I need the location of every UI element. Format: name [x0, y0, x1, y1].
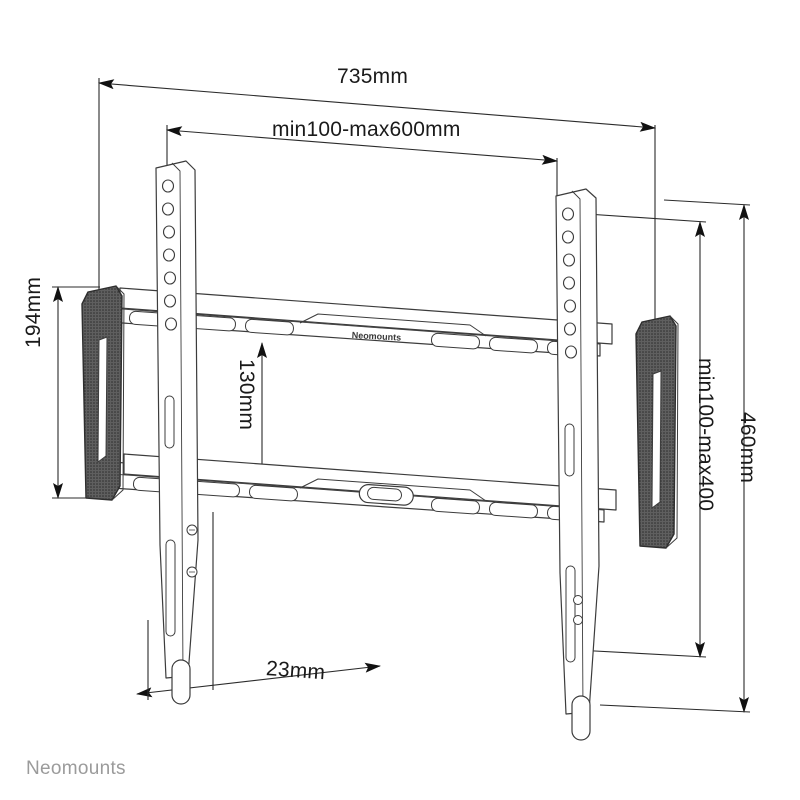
left-rail-holes — [161, 179, 178, 331]
ext-460-bottom — [599, 704, 751, 713]
dimension-label-194mm: 194mm — [22, 276, 45, 348]
left-end-cap — [81, 285, 125, 501]
left-rail-screws — [186, 524, 198, 578]
left-vertical-rail — [155, 160, 199, 705]
dim-line-735mm — [98, 79, 656, 132]
brand-wordmark: Neomounts — [26, 758, 126, 779]
dimension-label-minmax600: min100-max600mm — [272, 118, 461, 141]
dimension-label-minmax400: min100-max400 — [694, 358, 717, 512]
right-end-cap — [635, 315, 679, 549]
bracket-assembly — [81, 160, 679, 741]
dim-line-minmax600 — [166, 126, 558, 165]
dimension-label-460mm: 460mm — [736, 412, 759, 484]
right-rail-holes — [561, 207, 578, 359]
ext-460-top — [663, 199, 751, 206]
left-pull-cord — [171, 659, 191, 705]
dimension-label-23mm: 23mm — [265, 657, 326, 685]
dimension-label-130mm: 130mm — [235, 359, 258, 431]
right-rail-screws — [573, 595, 583, 625]
dimension-label-735mm: 735mm — [337, 65, 409, 88]
upper-rail — [107, 287, 613, 357]
center-lock-latch — [358, 484, 414, 506]
right-pull-cord — [571, 695, 591, 741]
right-vertical-rail — [555, 188, 600, 741]
ext-400-bottom — [575, 649, 707, 658]
